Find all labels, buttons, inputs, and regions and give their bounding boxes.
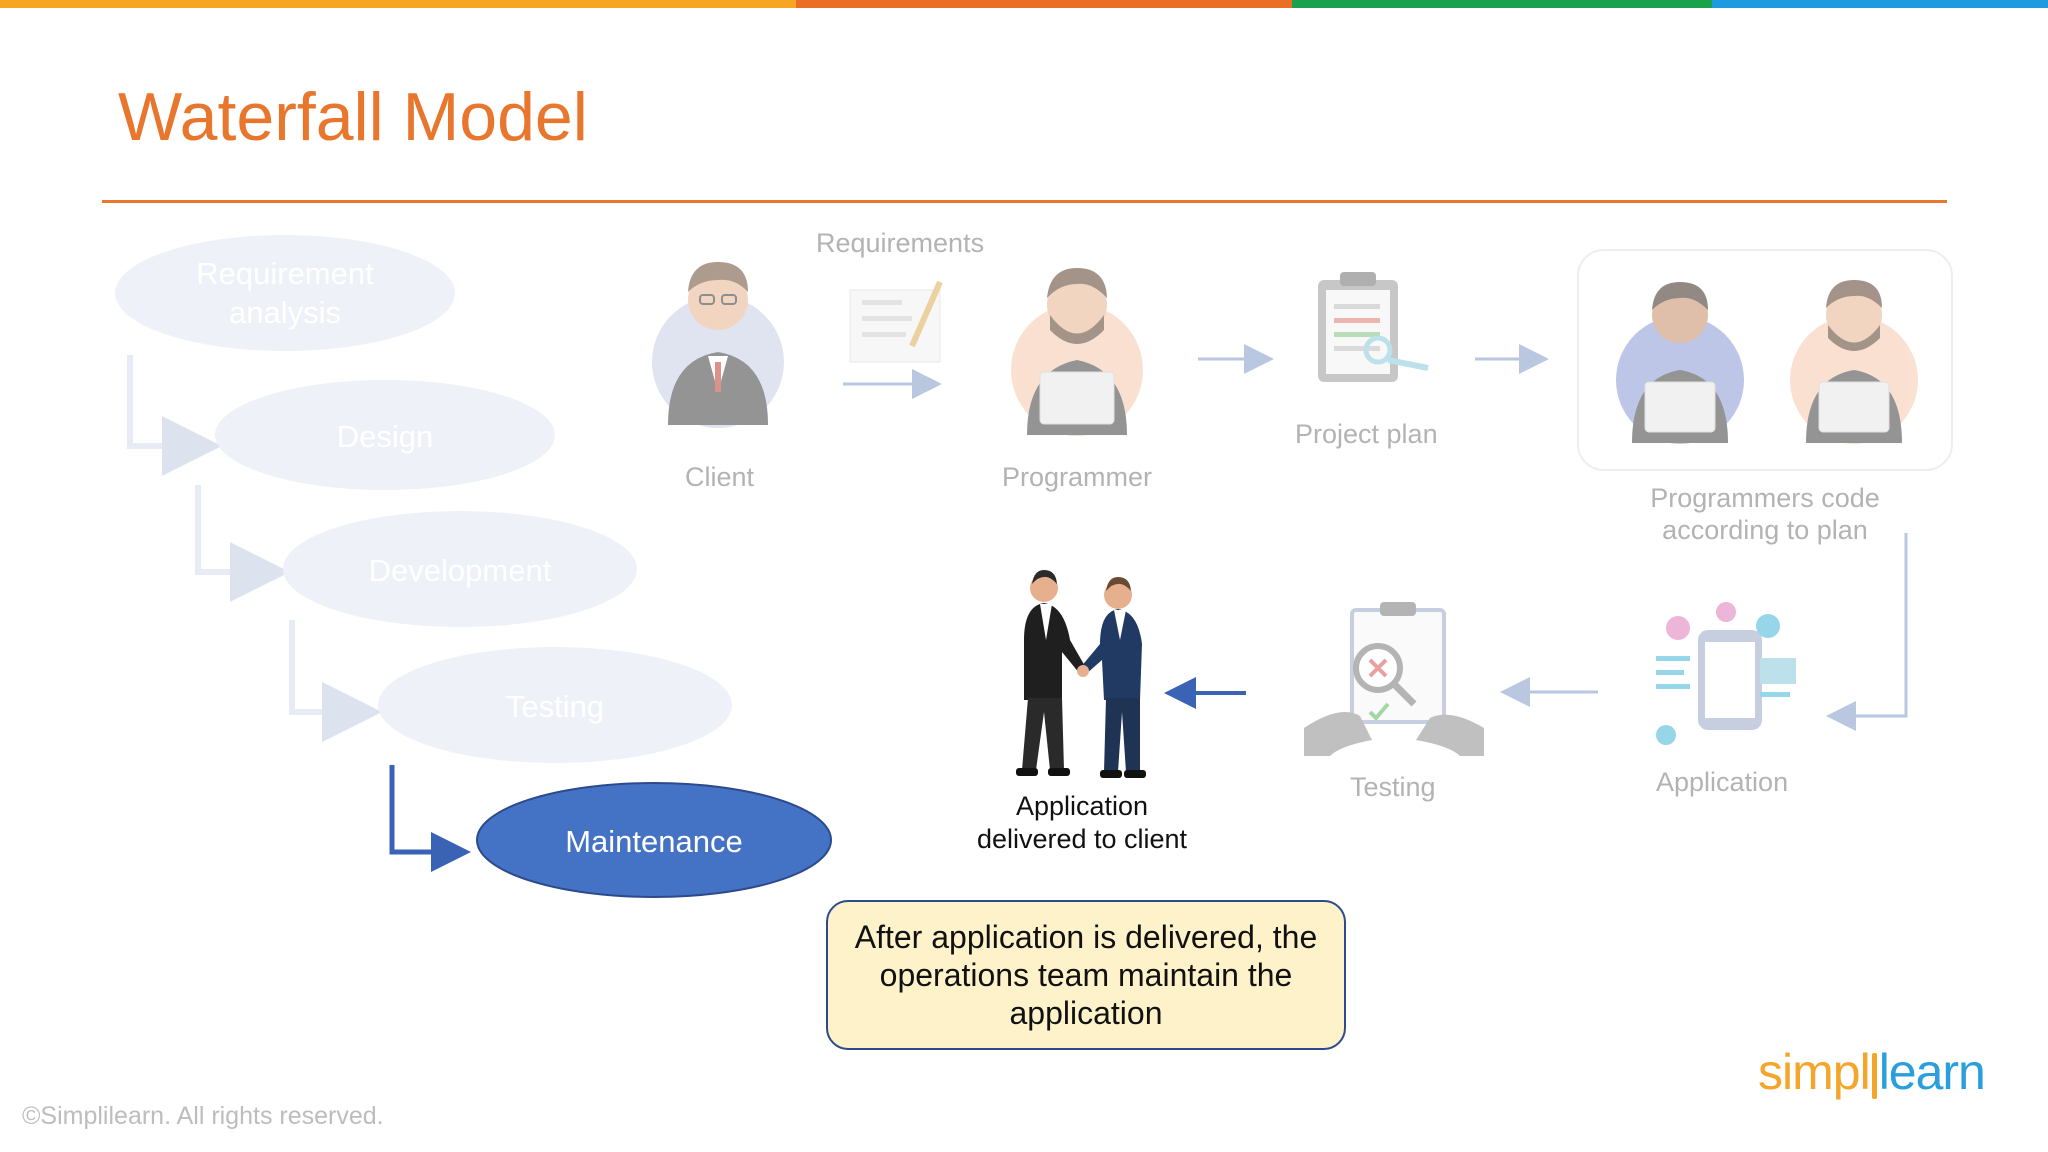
top-bar-segment-blue xyxy=(1712,0,2048,8)
phase-design xyxy=(215,380,555,490)
project-plan-clipboard-icon xyxy=(1318,272,1429,382)
delivered-label: Application delivered to client xyxy=(942,790,1222,856)
arrow-to-application xyxy=(1826,533,1908,731)
client-avatar-icon xyxy=(652,262,784,428)
connector-1 xyxy=(127,355,222,476)
logo-bar xyxy=(1871,1053,1877,1099)
maintenance-note-box: After application is delivered, the oper… xyxy=(826,900,1346,1050)
client-label: Client xyxy=(685,462,755,492)
application-label: Application xyxy=(1656,767,1789,797)
connector-3 xyxy=(289,620,382,742)
phase-development xyxy=(283,511,637,627)
slide-title: Waterfall Model xyxy=(118,79,588,155)
copyright-text: ©Simplilearn. All rights reserved. xyxy=(22,1102,384,1130)
programmer-2-avatar-icon xyxy=(1790,280,1918,444)
programmers-code-line1: Programmers code xyxy=(1650,483,1880,513)
phase-maintenance-label: Maintenance xyxy=(565,824,743,859)
programmers-code-label: Programmers code according to plan xyxy=(1615,482,1915,546)
programmer-label: Programmer xyxy=(1002,462,1153,492)
top-bar-segment-yellow xyxy=(0,0,796,8)
logo-part-simpl: simpl xyxy=(1758,1044,1871,1100)
testing-label: Testing xyxy=(1350,772,1436,802)
connector-4-active xyxy=(389,765,471,872)
top-bar-segment-green xyxy=(1292,0,1712,8)
phase-maintenance-active xyxy=(476,782,832,898)
title-underline xyxy=(102,200,1947,203)
phase-requirement-analysis xyxy=(115,235,455,351)
phase-requirement-line1: Requirement xyxy=(196,256,374,291)
phase-development-label: Development xyxy=(369,553,552,588)
handshake-icon xyxy=(1016,570,1146,778)
requirements-label: Requirements xyxy=(816,228,985,258)
programmers-code-line2: according to plan xyxy=(1662,515,1868,545)
project-plan-label: Project plan xyxy=(1295,419,1438,449)
phase-design-label: Design xyxy=(337,419,434,454)
delivered-line2: delivered to client xyxy=(976,824,1188,854)
connector-2 xyxy=(195,485,290,602)
programmer-1-avatar-icon xyxy=(1616,282,1744,444)
testing-clipboard-icon xyxy=(1304,602,1484,756)
phase-requirement-line2: analysis xyxy=(229,295,341,330)
application-phone-icon xyxy=(1656,602,1796,745)
phase-testing-label: Testing xyxy=(506,689,604,724)
requirements-document-icon xyxy=(849,280,943,363)
programmer-avatar-icon xyxy=(1011,268,1143,436)
delivered-line1: Application xyxy=(1015,791,1149,821)
logo-part-learn: learn xyxy=(1878,1044,1986,1100)
maintenance-note-text: After application is delivered, the oper… xyxy=(854,919,1318,1031)
top-bar-segment-orange xyxy=(796,0,1292,8)
top-color-bar xyxy=(0,0,2048,8)
phase-testing xyxy=(378,647,732,763)
